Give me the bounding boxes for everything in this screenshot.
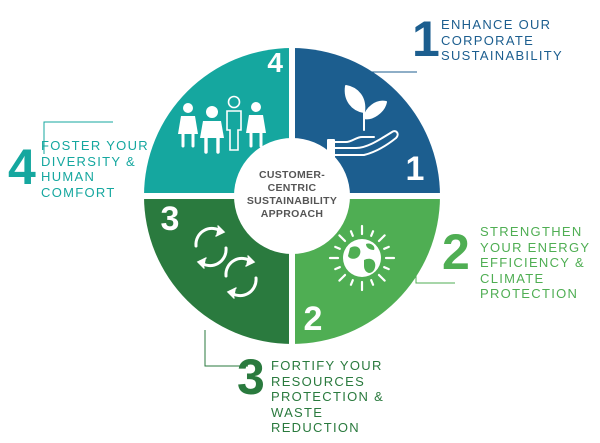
sun-ray [338, 273, 347, 282]
recycle-arrows-icon [194, 225, 258, 299]
callout-text-1: ENHANCE OUR CORPORATE SUSTAINABILITY [441, 17, 563, 63]
center-label-line: CUSTOMER- [259, 169, 325, 181]
sun-ray [383, 266, 390, 271]
segment-number-1: 1 [406, 150, 425, 188]
connector-line-4 [43, 121, 113, 154]
sun-ray [370, 279, 375, 286]
sun-ray [377, 273, 386, 282]
callout-number-3: 3 [237, 349, 265, 405]
callout-text-3: FORTIFY YOUR RESOURCES PROTECTION & WAST… [271, 358, 385, 435]
sun-ray [349, 230, 354, 237]
sun-ray [334, 245, 341, 250]
sun-ray [349, 279, 354, 286]
sun-ray [383, 245, 390, 250]
sun-ray [370, 230, 375, 237]
callout-number-4: 4 [8, 139, 36, 195]
center-label-line: CENTRIC [268, 182, 317, 194]
callout-number-1: 1 [412, 11, 440, 67]
segment-number-2: 2 [304, 300, 323, 338]
sun-ray [377, 234, 386, 243]
callout-text-4: FOSTER YOUR DIVERSITY & HUMAN COMFORT [41, 138, 149, 200]
callout-number-2: 2 [442, 224, 470, 280]
people-family-icon [178, 95, 266, 154]
center-label-line: SUSTAINABILITY [247, 195, 337, 207]
plant-in-hand-icon [327, 85, 399, 158]
segment-number-4: 4 [267, 47, 283, 78]
center-circle [234, 138, 350, 254]
sun-ray [338, 234, 347, 243]
center-label-line: APPROACH [261, 208, 324, 220]
segment-number-3: 3 [161, 200, 180, 238]
sun-ray [334, 266, 341, 271]
connector-line-3 [204, 330, 248, 367]
callout-text-2: STRENGTHEN YOUR ENERGY EFFICIENCY & CLIM… [480, 224, 591, 301]
globe-sun-icon [328, 224, 396, 292]
